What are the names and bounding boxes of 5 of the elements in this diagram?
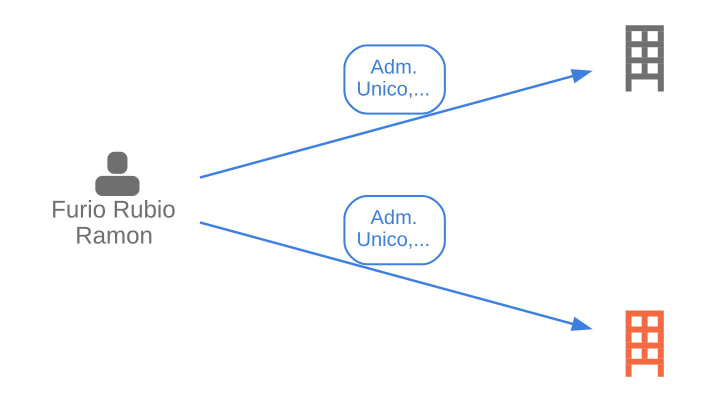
edge-label: Adm. Unico,...: [356, 56, 430, 101]
node-label: Furio Rubio Ramon: [50, 196, 176, 250]
arrow: [199, 221, 592, 331]
arrow: [199, 69, 592, 179]
edge-label: Adm. Unico,...: [356, 207, 430, 252]
